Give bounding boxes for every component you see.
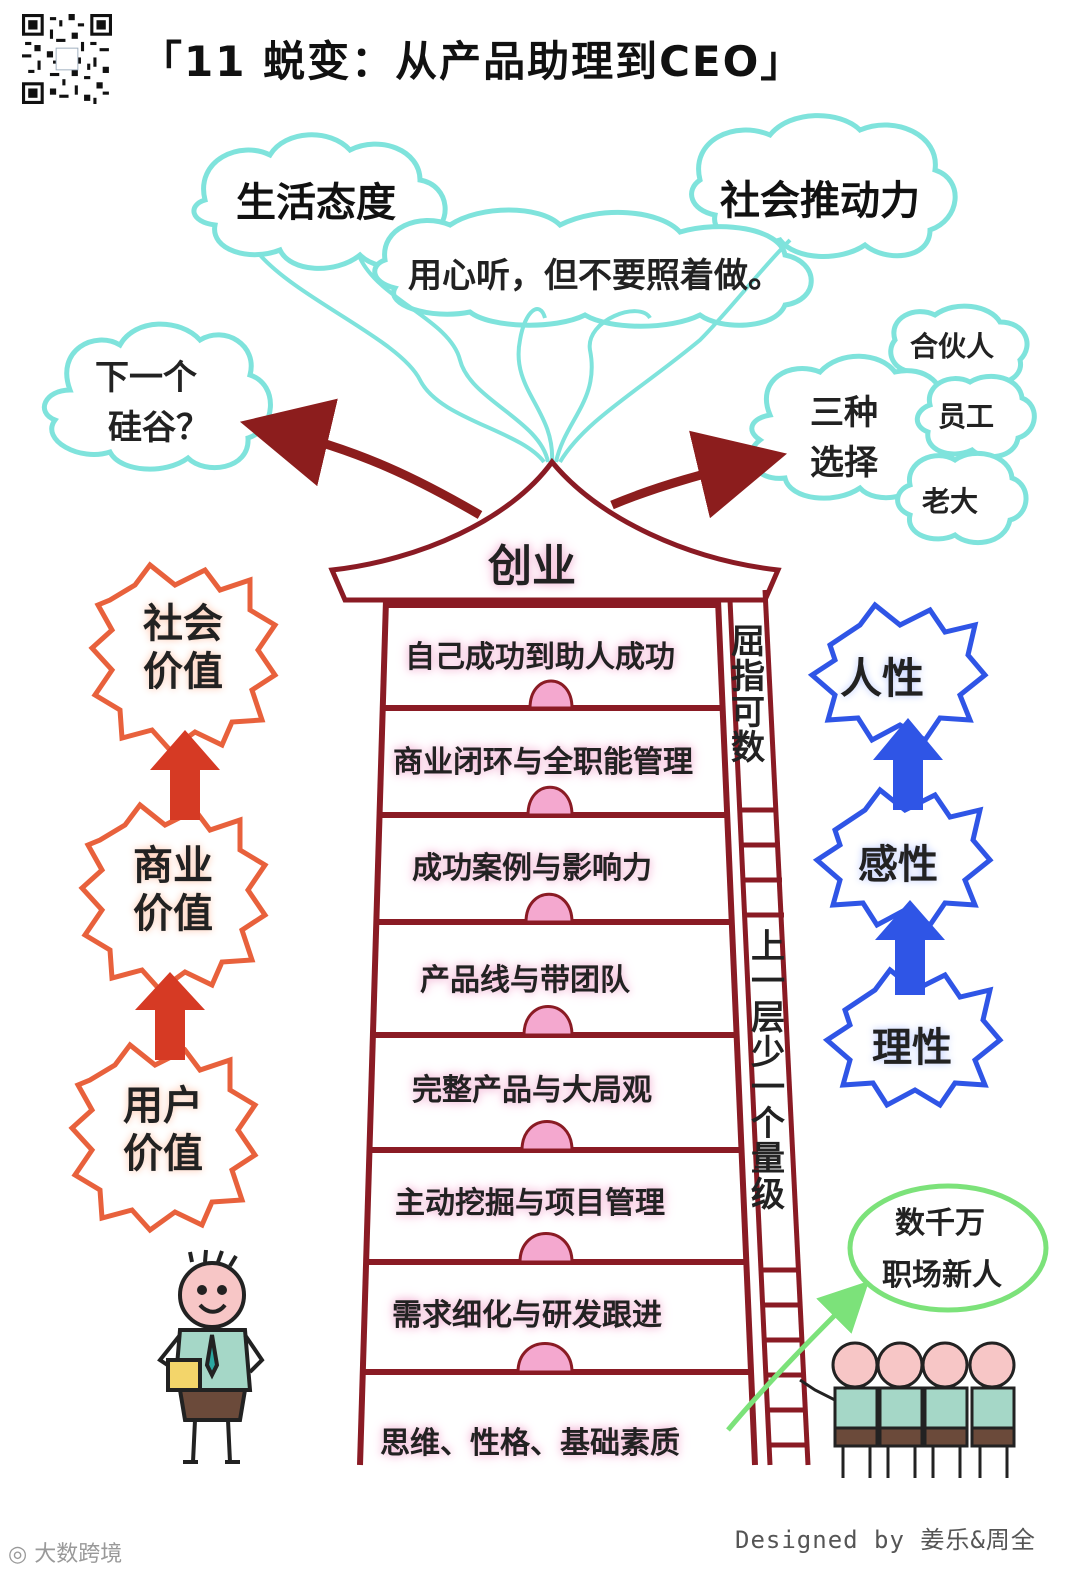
emotion-label: 感性 [858, 832, 938, 890]
vertical-char: 少 [748, 1036, 788, 1071]
business-value-line1: 商业 [118, 842, 228, 890]
floor-label: 需求细化与研发跟进 [392, 1290, 662, 1334]
newcomers-line2: 职场新人 [882, 1250, 1002, 1294]
newcomers-group [800, 1343, 1014, 1478]
user-value-line1: 用户 [108, 1082, 218, 1130]
newcomer-figure [923, 1343, 967, 1478]
ladder-text-top: 屈指可数 [728, 625, 768, 766]
business-value-label: 商业 价值 [118, 842, 228, 938]
vertical-char: 可 [728, 696, 768, 731]
life-attitude-label: 生活态度 [236, 170, 396, 228]
vertical-char: 屈 [728, 625, 768, 660]
listen-label: 用心听，但不要照着做。 [408, 248, 782, 297]
option-boss: 老大 [922, 480, 978, 520]
vertical-char: 量 [748, 1142, 788, 1177]
door [530, 681, 572, 708]
roof-label: 创业 [488, 530, 576, 594]
watermark-text: 大数跨境 [34, 1542, 122, 1567]
newcomer-figure [970, 1343, 1014, 1478]
floor-label: 自己成功到助人成功 [405, 632, 675, 676]
arrow-to-silicon-valley [275, 430, 480, 515]
floor-label: 思维、性格、基础素质 [380, 1418, 680, 1462]
door [524, 1007, 572, 1036]
floor-label: 商业闭环与全职能管理 [393, 737, 693, 781]
newcomer-figure [833, 1343, 877, 1478]
vertical-char: 级 [748, 1178, 788, 1213]
vertical-char: 个 [748, 1107, 788, 1142]
door [518, 1344, 572, 1373]
next-label-line2: 硅谷？ [108, 400, 210, 449]
arrow-business-to-social [150, 730, 220, 820]
arrow-user-to-business [135, 972, 205, 1060]
designer-credit: Designed by 姜乐&周全 [735, 1520, 1036, 1555]
floor-label: 产品线与带团队 [420, 955, 630, 999]
vertical-char: 层 [748, 1001, 788, 1036]
social-force-label: 社会推动力 [720, 168, 920, 226]
watermark-logo-icon: ◎ [8, 1542, 34, 1567]
door [520, 1234, 572, 1263]
door [522, 1122, 572, 1151]
floor-label: 完整产品与大局观 [412, 1065, 652, 1109]
newcomers-line1: 数千万 [895, 1198, 985, 1242]
user-value-line2: 价值 [108, 1130, 218, 1178]
arrow-to-choices [612, 462, 752, 505]
option-employee: 员工 [938, 395, 994, 435]
business-value-line2: 价值 [118, 890, 228, 938]
social-value-label: 社会 价值 [128, 600, 238, 696]
three-choices-line2: 选择 [810, 435, 878, 484]
ladder-text-bottom: 上一层少一个量级 [748, 930, 788, 1213]
floor-label: 主动挖掘与项目管理 [395, 1178, 665, 1222]
door [526, 894, 572, 922]
three-choices-line1: 三种 [810, 385, 878, 434]
rationality-label: 理性 [872, 1015, 952, 1073]
vertical-char: 一 [748, 1071, 788, 1106]
social-value-line1: 社会 [128, 600, 238, 648]
user-value-label: 用户 价值 [108, 1082, 218, 1178]
watermark: ◎ 大数跨境 [8, 1536, 122, 1568]
vertical-char: 指 [728, 660, 768, 695]
option-partner: 合伙人 [910, 325, 994, 365]
door [528, 787, 572, 815]
student-figure [160, 1250, 262, 1462]
floor-doors [518, 681, 572, 1372]
humanity-label: 人性 [840, 645, 924, 706]
vertical-char: 上 [748, 930, 788, 965]
floor-label: 成功案例与影响力 [412, 843, 652, 887]
newcomer-figure [878, 1343, 922, 1478]
social-value-line2: 价值 [128, 648, 238, 696]
next-label-line1: 下一个 [95, 350, 197, 399]
vertical-char: 数 [728, 731, 768, 766]
vertical-char: 一 [748, 965, 788, 1000]
